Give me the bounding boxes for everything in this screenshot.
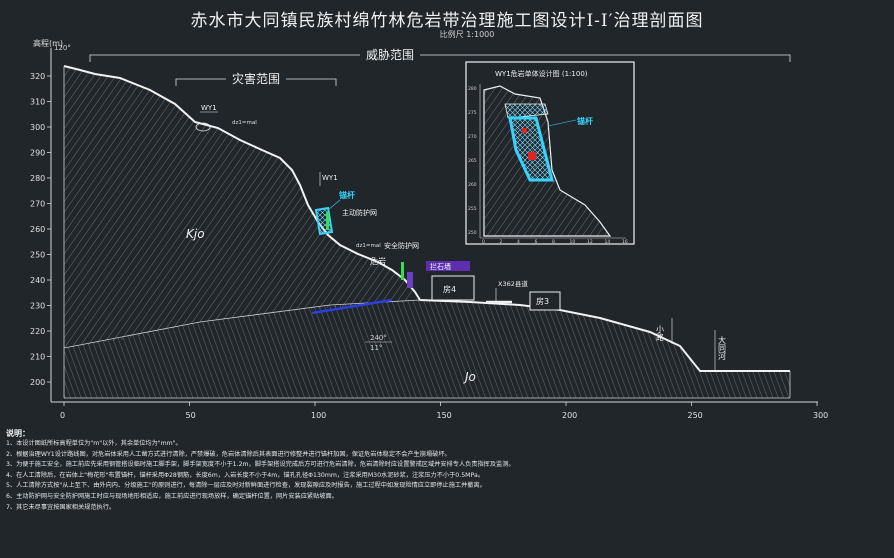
- profile-drawing: 高程(m) 3203103002902802702602502402302202…: [30, 38, 828, 420]
- inset-anchor-label: 锚杆: [577, 116, 593, 126]
- notes-line-4: 4、在人工清除后，在岩体上"梅花形"布置锚杆，锚杆采用Φ28钢筋，长度6m，入岩…: [6, 471, 484, 479]
- x-tick-label: 250: [688, 411, 703, 420]
- drawing-title: 赤水市大同镇民族村绵竹林危岩带治理施工图设计Ⅰ-Ⅰ′治理剖面图: [190, 11, 704, 31]
- lower-rock-mass: [64, 300, 790, 398]
- inset-y-tick-label: 255: [468, 206, 477, 212]
- angle-top-label: 120°: [54, 44, 71, 52]
- datong-river-label: 大同河: [718, 335, 727, 360]
- y-tick-label: 320: [30, 72, 45, 81]
- x-tick-label: 0: [60, 411, 65, 420]
- y-tick-label: 280: [30, 174, 45, 183]
- fault-line: [311, 298, 393, 315]
- inset-y-tick-label: 265: [468, 158, 477, 164]
- inset-red-mark-2: [528, 152, 536, 160]
- passive-net-label: 安全防护网: [384, 241, 419, 250]
- dangerous-rock-label: 危岩: [370, 256, 386, 266]
- protect-wall-label: 拦石墙: [430, 262, 451, 271]
- wy1-mid-label: WY1: [322, 174, 338, 182]
- inset-y-tick-label: 250: [468, 230, 477, 236]
- notes-section: 说明： 1、本设计图纸所标高程单位为"m"以外，其余单位均为"mm"。 2、根据…: [6, 428, 886, 513]
- house-3-label: 房3: [536, 296, 549, 306]
- x-tick-label: 150: [437, 411, 452, 420]
- rock-lower-label: Jo: [463, 370, 476, 384]
- anchor-leader: [327, 199, 341, 211]
- y-tick-label: 200: [30, 378, 45, 387]
- notes-line-7: 7、其它未尽事宜按国家相关规范执行。: [6, 503, 116, 511]
- protect-wall-label-bg: [426, 261, 470, 271]
- inset-x-tick-label: 16: [622, 239, 628, 245]
- x-tick-label: 100: [311, 411, 326, 420]
- inset-wy1-block: [508, 116, 554, 182]
- y-tick-label: 210: [30, 353, 45, 362]
- inset-anchor-leader: [547, 119, 577, 127]
- wy1-active-net: [314, 206, 334, 236]
- inset-x-tick-label: 6: [535, 239, 538, 245]
- y-tick-label: 300: [30, 123, 45, 132]
- y-tick-label: 310: [30, 98, 45, 107]
- upper-rock-mass: [64, 66, 415, 348]
- bedding-label-1: dz1=mal: [232, 120, 257, 126]
- x-tick-label: 300: [813, 411, 828, 420]
- y-tick-label: 260: [30, 225, 45, 234]
- active-net-label: 主动防护网: [342, 208, 377, 217]
- inset-x-tick-label: 0: [482, 239, 485, 245]
- y-tick-label: 290: [30, 149, 45, 158]
- notes-line-6: 6、主动防护网与安全防护网施工时应与现场地形相适应，施工前应进行现场放样，确定锚…: [6, 492, 338, 500]
- y-tick-label: 220: [30, 327, 45, 336]
- angle-small-label: 11°: [370, 344, 382, 352]
- inset-y-tick-label: 260: [468, 182, 477, 188]
- inset-detail: WY1危岩单体设计图 (1:100) 280275270265260255250…: [465, 61, 635, 245]
- inset-red-mark-1: [522, 128, 527, 133]
- inset-x-tick-label: 10: [570, 239, 576, 245]
- notes-heading: 说明：: [6, 429, 30, 438]
- threat-range-bracket: 威胁范围: [89, 47, 791, 63]
- x-tick-label: 50: [186, 411, 196, 420]
- disaster-range-bracket: 灾害范围: [175, 71, 337, 87]
- house-3: 房3: [529, 291, 561, 311]
- inset-x-tick-label: 4: [517, 239, 520, 245]
- disaster-range-label: 灾害范围: [232, 71, 280, 86]
- threat-range-label: 威胁范围: [366, 47, 414, 62]
- notes-line-2: 2、根据治理WY1设计路线图，对危岩体采用人工凿方式进行清除，严禁爆破，危岩体清…: [6, 450, 451, 458]
- anchor-label: 锚杆: [339, 190, 355, 200]
- y-tick-label: 230: [30, 302, 45, 311]
- protect-wall: [407, 272, 413, 288]
- inset-y-tick-label: 280: [468, 86, 477, 92]
- house-4: 房4: [431, 275, 475, 301]
- y-tick-label: 250: [30, 251, 45, 260]
- angle-bottom-label: 240°: [370, 334, 387, 342]
- inset-y-tick-label: 275: [468, 110, 477, 116]
- wy1-green-mark: [326, 212, 329, 230]
- passive-net-post: [401, 262, 404, 280]
- y-tick-label: 270: [30, 200, 45, 209]
- wy1-top-label: WY1: [201, 104, 217, 112]
- scale-label: 比例尺 1:1000: [439, 30, 495, 39]
- notes-line-1: 1、本设计图纸所标高程单位为"m"以外，其余单位均为"mm"。: [6, 440, 182, 447]
- notes-line-3: 3、为便于施工安全，施工前应先采用钢管搭设临时施工脚手架，脚手架宽度不小于1.2…: [6, 461, 515, 469]
- x-tick-label: 200: [562, 411, 577, 420]
- rock-upper-label: Kjo: [186, 227, 205, 241]
- inset-x-tick-label: 2: [500, 239, 503, 245]
- inset-y-tick-label: 270: [468, 134, 477, 140]
- inset-x-tick-label: 14: [605, 239, 611, 245]
- inset-x-tick-label: 8: [552, 239, 555, 245]
- notes-line-5: 5、人工清除方式按"从上至下、由外向内、分级施工"的原则进行，每清除一层应及时对…: [6, 482, 486, 490]
- bedding-label-2: dz1=mal: [356, 243, 381, 249]
- inset-title: WY1危岩单体设计图 (1:100): [495, 69, 588, 78]
- house-4-label: 房4: [443, 284, 456, 294]
- small-road-label: 小路: [656, 325, 665, 341]
- y-tick-label: 240: [30, 276, 45, 285]
- inset-active-net: [504, 103, 549, 119]
- dangerous-rock-marker: [195, 122, 211, 132]
- y-axis: 高程(m) 320 310 300 290 280 270 260 250 240 230 220 2…: [30, 38, 63, 402]
- road-x362-label: X362县道: [498, 279, 528, 288]
- y-axis-label: 高程(m): [33, 38, 63, 48]
- x-axis: 0 50 100 150 200 250 300: [51, 401, 828, 420]
- inset-x-tick-label: 12: [587, 239, 593, 245]
